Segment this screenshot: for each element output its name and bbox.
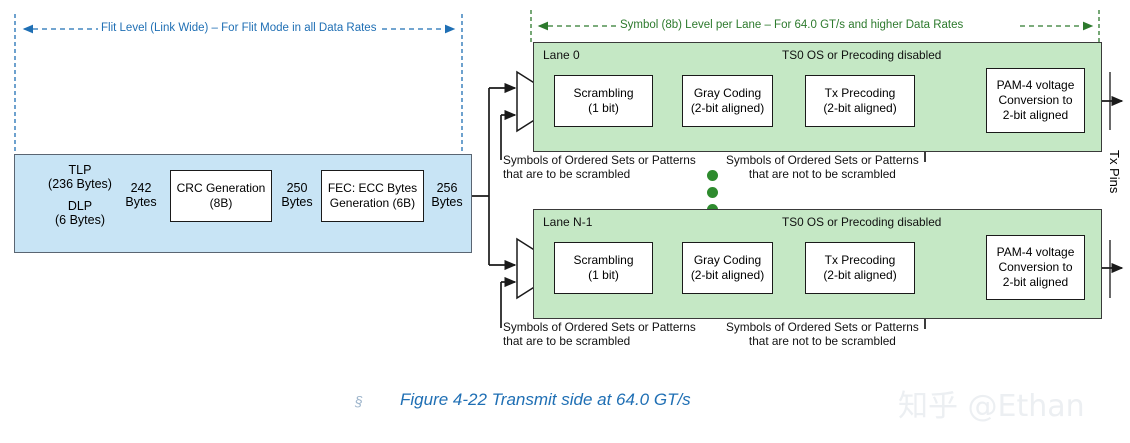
lane-n1-pam4-line1: PAM-4 voltage bbox=[996, 245, 1075, 259]
input-tlp: TLP (236 Bytes) bbox=[32, 163, 128, 192]
signal-242-bytes: 242 Bytes bbox=[119, 181, 163, 210]
lane-0-pam4-line3: 2-bit aligned bbox=[1002, 108, 1069, 122]
input-tlp-size: (236 Bytes) bbox=[48, 177, 112, 192]
block-crc-generation-line1: CRC Generation bbox=[176, 181, 266, 195]
lane-0-title: Lane 0 bbox=[543, 48, 580, 62]
lane-0-block-tx-precoding: Tx Precoding (2-bit aligned) bbox=[805, 75, 915, 127]
lane-0-note-scrambled: Symbols of Ordered Sets or Patterns that… bbox=[503, 153, 696, 182]
lane-n1-precoding-line2: (2-bit aligned) bbox=[823, 268, 897, 282]
lane-0-precoding-line2: (2-bit aligned) bbox=[823, 101, 897, 115]
lane-n1-precoding-line1: Tx Precoding bbox=[824, 253, 896, 267]
lane-0-note-not-scrambled-line2: that are not to be scrambled bbox=[748, 167, 896, 182]
lane-0-pam4-line1: PAM-4 voltage bbox=[996, 78, 1075, 92]
tx-pins-label: Tx Pins bbox=[1107, 150, 1122, 194]
signal-250-value: 250 bbox=[286, 181, 308, 195]
lane-n1-pam4-line2: Conversion to bbox=[998, 260, 1073, 274]
lane-n1-block-tx-precoding: Tx Precoding (2-bit aligned) bbox=[805, 242, 915, 294]
signal-242-unit: Bytes bbox=[125, 195, 157, 210]
figure-caption: Figure 4-22 Transmit side at 64.0 GT/s bbox=[400, 390, 691, 409]
lane-n1-pam4-line3: 2-bit aligned bbox=[1002, 275, 1069, 289]
lane-0-note-not-scrambled-line1: Symbols of Ordered Sets or Patterns bbox=[726, 153, 919, 167]
lane-n1-scrambling-line1: Scrambling bbox=[573, 253, 634, 267]
lane-0-block-scrambling: Scrambling (1 bit) bbox=[554, 75, 653, 127]
signal-242-value: 242 bbox=[130, 181, 152, 195]
lane-n1-note-not-scrambled-line2: that are not to be scrambled bbox=[748, 334, 896, 349]
lane-0-scrambling-line2: (1 bit) bbox=[588, 101, 619, 115]
lane-n1-block-pam4: PAM-4 voltage Conversion to 2-bit aligne… bbox=[986, 235, 1085, 300]
block-crc-generation-line2: (8B) bbox=[209, 196, 233, 210]
lane-n1-scrambling-line2: (1 bit) bbox=[588, 268, 619, 282]
lane-0-note-scrambled-line2: that are to be scrambled bbox=[503, 167, 631, 182]
lane-n1-note-not-scrambled-line1: Symbols of Ordered Sets or Patterns bbox=[726, 320, 919, 334]
block-crc-generation: CRC Generation (8B) bbox=[170, 170, 272, 222]
lane-n1-note-not-scrambled: Symbols of Ordered Sets or Patterns that… bbox=[726, 320, 919, 349]
lane-n1-note-scrambled-line2: that are to be scrambled bbox=[503, 334, 631, 349]
lane-fanout-wiring bbox=[470, 82, 517, 271]
signal-256-bytes: 256 Bytes bbox=[425, 181, 469, 210]
lane-n1-note-scrambled: Symbols of Ordered Sets or Patterns that… bbox=[503, 320, 696, 349]
lane-n1-block-scrambling: Scrambling (1 bit) bbox=[554, 242, 653, 294]
lane-n1-block-gray-coding: Gray Coding (2-bit aligned) bbox=[682, 242, 773, 294]
lane-n1-gray-line2: (2-bit aligned) bbox=[690, 268, 765, 282]
symbol-bracket-label: Symbol (8b) Level per Lane – For 64.0 GT… bbox=[620, 19, 964, 31]
lane-0-scrambling-line1: Scrambling bbox=[573, 86, 634, 100]
lane-0-gray-line1: Gray Coding bbox=[693, 86, 762, 100]
lane-n1-title: Lane N-1 bbox=[543, 215, 593, 229]
block-fec-ecc-generation: FEC: ECC Bytes Generation (6B) bbox=[321, 170, 424, 222]
lane-0-block-gray-coding: Gray Coding (2-bit aligned) bbox=[682, 75, 773, 127]
lane-0-gray-line2: (2-bit aligned) bbox=[690, 101, 765, 115]
lane-n1-precoding-label: TS0 OS or Precoding disabled bbox=[782, 215, 942, 229]
lane-n1-note-scrambled-line1: Symbols of Ordered Sets or Patterns bbox=[503, 320, 696, 334]
lane-n1-gray-line1: Gray Coding bbox=[693, 253, 762, 267]
block-fec-ecc-line1: FEC: ECC Bytes bbox=[327, 181, 418, 195]
lane-0-precoding-line1: Tx Precoding bbox=[824, 86, 896, 100]
input-tlp-name: TLP bbox=[68, 163, 92, 177]
signal-256-value: 256 bbox=[436, 181, 458, 195]
flit-bracket-label: Flit Level (Link Wide) – For Flit Mode i… bbox=[101, 22, 377, 34]
input-dlp: DLP (6 Bytes) bbox=[32, 199, 128, 228]
watermark: 知乎 @Ethan bbox=[898, 389, 1085, 424]
ellipsis-dot bbox=[707, 170, 718, 181]
flit-bracket bbox=[14, 14, 463, 152]
symbol-bracket bbox=[530, 10, 1100, 42]
lane-0-precoding-label: TS0 OS or Precoding disabled bbox=[782, 48, 942, 62]
lane-0-pam4-line2: Conversion to bbox=[998, 93, 1073, 107]
signal-250-bytes: 250 Bytes bbox=[275, 181, 319, 210]
lane-0-note-scrambled-line1: Symbols of Ordered Sets or Patterns bbox=[503, 153, 696, 167]
lane-0-block-pam4: PAM-4 voltage Conversion to 2-bit aligne… bbox=[986, 68, 1085, 133]
ellipsis-dot bbox=[707, 187, 718, 198]
section-mark: § bbox=[355, 393, 363, 409]
input-dlp-name: DLP bbox=[67, 199, 93, 213]
signal-256-unit: Bytes bbox=[431, 195, 463, 210]
block-fec-ecc-line2: Generation (6B) bbox=[329, 196, 416, 210]
signal-250-unit: Bytes bbox=[281, 195, 313, 210]
input-dlp-size: (6 Bytes) bbox=[54, 213, 105, 228]
lane-0-note-not-scrambled: Symbols of Ordered Sets or Patterns that… bbox=[726, 153, 919, 182]
